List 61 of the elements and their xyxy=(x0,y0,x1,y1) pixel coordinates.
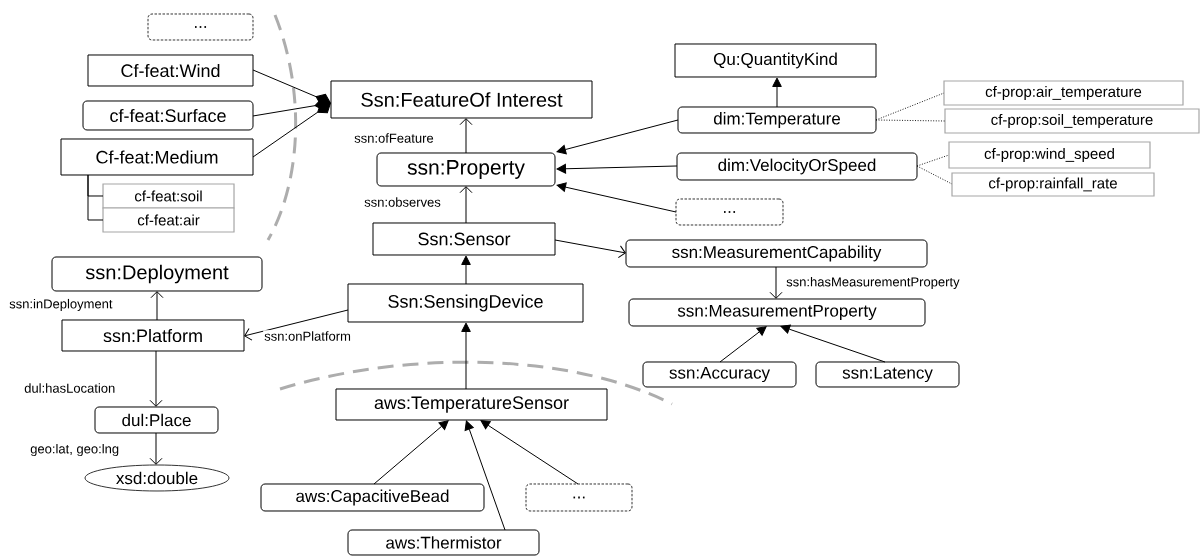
edge-label: ssn:inDeployment xyxy=(8,297,114,313)
class-box: Cf-feat:Medium xyxy=(60,138,254,176)
class-box: aws:CapacitiveBead xyxy=(260,483,485,512)
class-box: Cf-feat:Wind xyxy=(87,54,254,87)
class-box: aws:Thermistor xyxy=(347,529,540,556)
arrow xyxy=(150,291,164,321)
arrow xyxy=(461,322,471,390)
class-box: ssn:MeasurementCapability xyxy=(625,239,928,268)
edge-label: ssn:ofFeature xyxy=(353,132,435,144)
class-box: dul:Place xyxy=(94,406,219,434)
arrow xyxy=(719,326,767,363)
arrow xyxy=(769,266,783,299)
class-box: ssn:Deployment xyxy=(51,256,263,292)
placeholder-box: ... xyxy=(675,198,784,226)
instance-box: cf-prop:soil_temperature xyxy=(944,108,1200,134)
connector-line xyxy=(916,154,950,167)
edge-label: geo:lat, geo:lng xyxy=(29,442,121,458)
arrow xyxy=(772,77,782,108)
arrow xyxy=(554,239,626,259)
class-box: Ssn:FeatureOf Interest xyxy=(330,80,593,119)
class-box: ssn:Platform xyxy=(61,319,245,352)
arrow xyxy=(461,255,471,285)
connector-line xyxy=(875,119,946,122)
instance-box: cf-prop:rainfall_rate xyxy=(951,172,1155,197)
arrow xyxy=(149,432,163,465)
class-box: cf-feat:Surface xyxy=(82,100,254,131)
class-box: Ssn:SensingDevice xyxy=(347,283,584,323)
arrow xyxy=(459,186,473,224)
instance-box: cf-prop:wind_speed xyxy=(948,141,1151,169)
edge-label: ssn:hasMeasurementProperty xyxy=(785,275,961,291)
edge-label: dul:hasLocation xyxy=(23,382,117,394)
composition-arrow xyxy=(252,102,331,158)
instance-box: cf-feat:air xyxy=(102,207,235,233)
arrow xyxy=(780,324,886,363)
arrow xyxy=(459,118,473,154)
class-box: ssn:MeasurementProperty xyxy=(628,298,926,327)
arrow xyxy=(480,420,579,485)
arrow xyxy=(373,420,449,485)
connector-line xyxy=(916,165,953,185)
arrow xyxy=(556,163,678,174)
instance-box: cf-prop:air_temperature xyxy=(943,80,1184,106)
arrow xyxy=(149,350,163,407)
arrow xyxy=(464,420,506,531)
class-box: Qu:QuantityKind xyxy=(674,43,877,78)
class-box: dim:Temperature xyxy=(677,106,877,134)
arrow xyxy=(556,182,677,213)
arrow xyxy=(556,119,679,155)
edge-label: ssn:onPlatform xyxy=(263,330,352,342)
class-box: ssn:Accuracy xyxy=(642,361,797,388)
edge-label: ssn:observes xyxy=(363,196,442,208)
class-box: ssn:Property xyxy=(376,152,556,187)
class-box: Ssn:Sensor xyxy=(372,222,556,256)
connector-line xyxy=(875,92,945,121)
arrow xyxy=(244,309,349,341)
class-box: ssn:Latency xyxy=(815,361,960,388)
class-box: dim:VelocityOrSpeed xyxy=(676,152,918,181)
class-box: aws:TemperatureSensor xyxy=(335,388,608,421)
placeholder-box: ... xyxy=(525,483,633,512)
placeholder-box: ... xyxy=(147,13,254,41)
instance-box: cf-feat:soil xyxy=(102,183,235,209)
connector-line xyxy=(87,174,104,221)
